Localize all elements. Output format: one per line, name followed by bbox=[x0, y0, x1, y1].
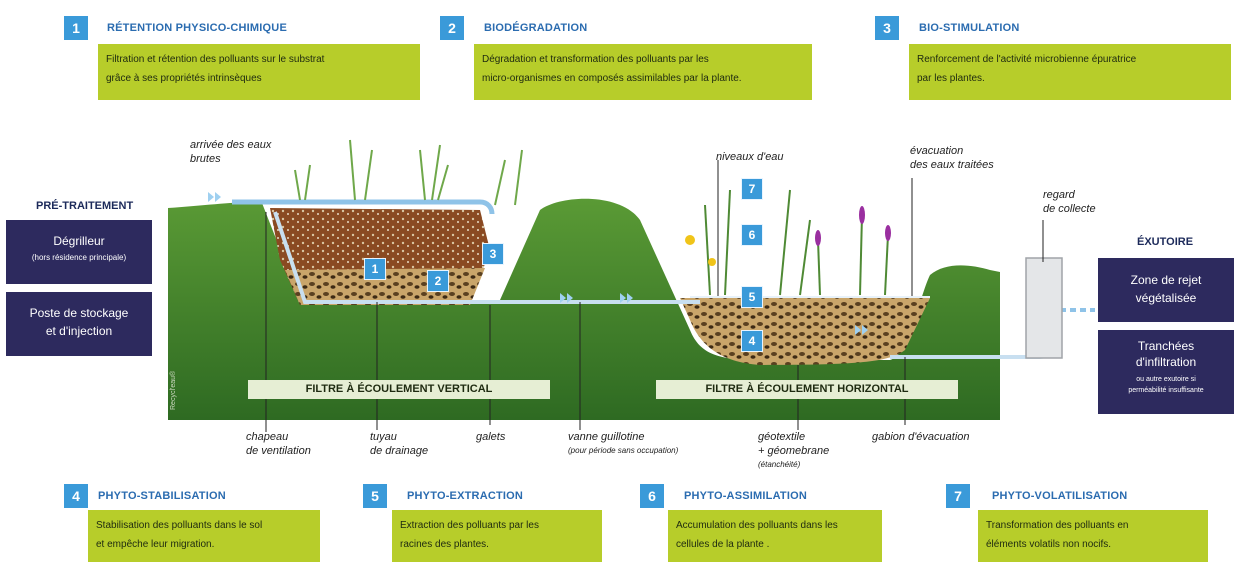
vertical-filter-band: FILTRE À ÉCOULEMENT VERTICAL bbox=[248, 380, 550, 399]
label-gate-valve-line1: vanne guillotine bbox=[568, 430, 678, 444]
label-inlet: arrivée des eaux brutes bbox=[190, 138, 271, 166]
process-desc-6a: Accumulation des polluants dans les bbox=[676, 516, 874, 535]
label-gate-valve-note: (pour période sans occupation) bbox=[568, 444, 678, 458]
outlet-box-trenches: Tranchées d'infiltration ou autre exutoi… bbox=[1098, 330, 1234, 414]
label-drain-pipe-line2: de drainage bbox=[370, 444, 428, 458]
label-inlet-line2: brutes bbox=[190, 152, 271, 166]
outlet-box-zone-line1: Zone de rejet bbox=[1098, 271, 1234, 289]
label-drain-pipe-line1: tuyau bbox=[370, 430, 428, 444]
outlet-box-trenches-line1: Tranchées bbox=[1098, 338, 1234, 354]
diagram-badge-2: 2 bbox=[427, 270, 449, 292]
horizontal-filter-band: FILTRE À ÉCOULEMENT HORIZONTAL bbox=[656, 380, 958, 399]
label-evacuation-line1: évacuation bbox=[910, 144, 994, 158]
label-geotextile-line1: géotextile bbox=[758, 430, 829, 444]
label-vent-cap-line2: de ventilation bbox=[246, 444, 311, 458]
yellow-flowers bbox=[685, 235, 716, 266]
diagram-badge-3: 3 bbox=[482, 243, 504, 265]
reeds-vertical-filter bbox=[295, 140, 522, 205]
process-number-6: 6 bbox=[640, 484, 664, 508]
label-evacuation: évacuation des eaux traitées bbox=[910, 144, 994, 172]
process-desc-5a: Extraction des polluants par les bbox=[400, 516, 594, 535]
label-geotextile-line2: + géomebrane bbox=[758, 444, 829, 458]
pretreatment-box-storage-line2: et d'injection bbox=[6, 322, 152, 340]
label-water-levels: niveaux d'eau bbox=[716, 150, 784, 164]
pretreatment-box-storage-line1: Poste de stockage bbox=[6, 304, 152, 322]
process-number-4: 4 bbox=[64, 484, 88, 508]
process-desc-7b: éléments volatils non nocifs. bbox=[986, 535, 1200, 554]
label-evacuation-line2: des eaux traitées bbox=[910, 158, 994, 172]
process-desc-7a: Transformation des polluants en bbox=[986, 516, 1200, 535]
diagram-badge-1: 1 bbox=[364, 258, 386, 280]
label-chamber-line1: regard bbox=[1043, 188, 1096, 202]
process-desc-6b: cellules de la plante . bbox=[676, 535, 874, 554]
label-vent-cap: chapeau de ventilation bbox=[246, 430, 311, 458]
label-drain-pipe: tuyau de drainage bbox=[370, 430, 428, 458]
outlet-box-trenches-line2: d'infiltration bbox=[1098, 354, 1234, 370]
pretreatment-box-screen-line2: (hors résidence principale) bbox=[6, 250, 152, 266]
label-gabion: gabion d'évacuation bbox=[872, 430, 970, 444]
process-title-5: PHYTO-EXTRACTION bbox=[407, 490, 523, 502]
pretreatment-box-screen-line1: Dégrilleur bbox=[6, 232, 152, 250]
process-desc-4b: et empêche leur migration. bbox=[96, 535, 312, 554]
label-vent-cap-line1: chapeau bbox=[246, 430, 311, 444]
process-title-6: PHYTO-ASSIMILATION bbox=[684, 490, 807, 502]
process-box-7: Transformation des polluants en éléments… bbox=[978, 510, 1208, 562]
process-number-5: 5 bbox=[363, 484, 387, 508]
outlet-box-zone-line2: végétalisée bbox=[1098, 289, 1234, 307]
collection-chamber bbox=[1026, 258, 1062, 358]
process-box-5: Extraction des polluants par les racines… bbox=[392, 510, 602, 562]
process-title-7: PHYTO-VOLATILISATION bbox=[992, 490, 1127, 502]
process-number-7: 7 bbox=[946, 484, 970, 508]
diagram-badge-5: 5 bbox=[741, 286, 763, 308]
diagram-badge-7: 7 bbox=[741, 178, 763, 200]
process-box-6: Accumulation des polluants dans les cell… bbox=[668, 510, 882, 562]
diagram-badge-4: 4 bbox=[741, 330, 763, 352]
outlet-box-trenches-note2: perméabilité insuffisante bbox=[1098, 385, 1234, 396]
label-pebbles: galets bbox=[476, 430, 505, 444]
pretreatment-box-screen: Dégrilleur (hors résidence principale) bbox=[6, 220, 152, 284]
process-box-4: Stabilisation des polluants dans le sol … bbox=[88, 510, 320, 562]
outlet-box-trenches-note1: ou autre exutoire si bbox=[1098, 374, 1234, 385]
outlet-heading: ÉXUTOIRE bbox=[1137, 236, 1193, 248]
pretreatment-box-storage: Poste de stockage et d'injection bbox=[6, 292, 152, 356]
diagram-badge-6: 6 bbox=[741, 224, 763, 246]
reeds-horizontal-filter bbox=[705, 190, 888, 295]
label-geotextile-note: (étanchéité) bbox=[758, 458, 829, 472]
label-geotextile: géotextile + géomebrane (étanchéité) bbox=[758, 430, 829, 472]
pretreatment-heading: PRÉ-TRAITEMENT bbox=[36, 200, 133, 212]
label-chamber-line2: de collecte bbox=[1043, 202, 1096, 216]
flowers bbox=[815, 206, 891, 246]
label-inlet-line1: arrivée des eaux bbox=[190, 138, 271, 152]
watermark-text: Recycl'eau® bbox=[169, 370, 177, 410]
process-title-4: PHYTO-STABILISATION bbox=[98, 490, 226, 502]
label-chamber: regard de collecte bbox=[1043, 188, 1096, 216]
horizontal-filter-basin bbox=[680, 298, 930, 365]
label-gate-valve: vanne guillotine (pour période sans occu… bbox=[568, 430, 678, 458]
process-desc-5b: racines des plantes. bbox=[400, 535, 594, 554]
process-desc-4a: Stabilisation des polluants dans le sol bbox=[96, 516, 312, 535]
outlet-box-zone: Zone de rejet végétalisée bbox=[1098, 258, 1234, 322]
